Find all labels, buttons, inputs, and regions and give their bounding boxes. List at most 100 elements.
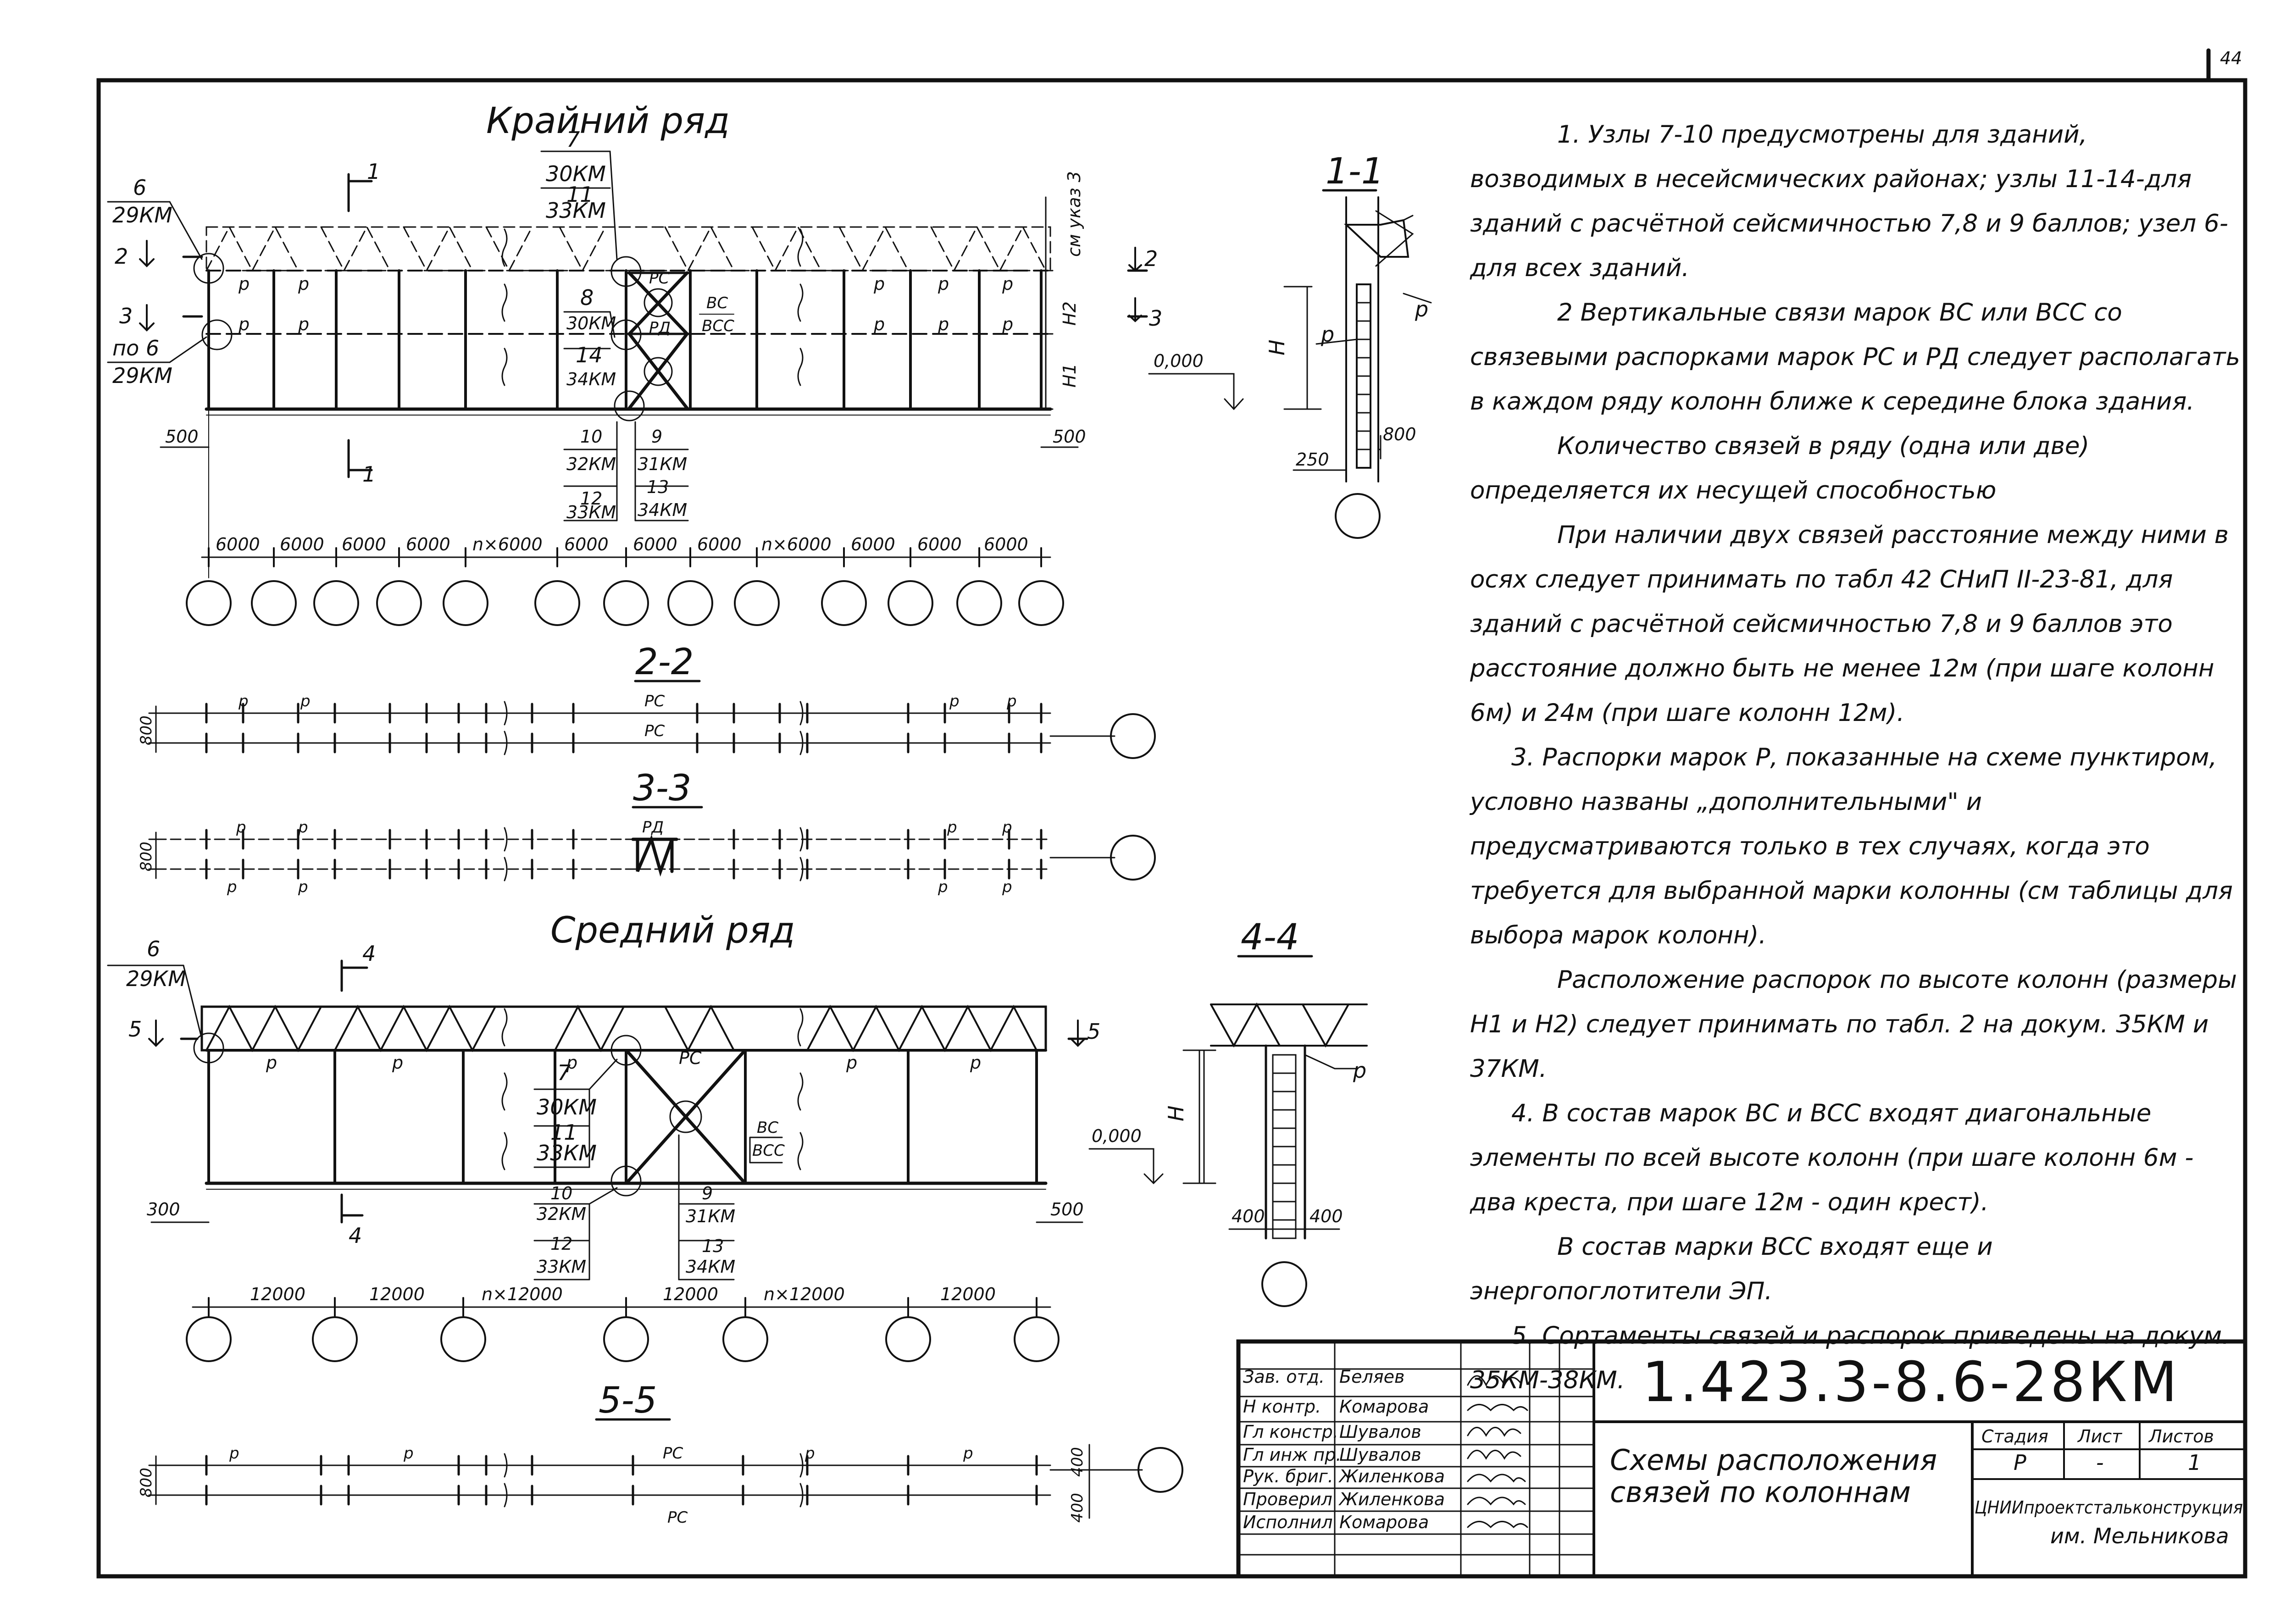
outer-section-3-left: 3 <box>119 304 133 328</box>
sheet-number: 44 <box>2220 48 2242 68</box>
outer-node-14-num: 14 <box>576 343 603 367</box>
tb-role: Проверил <box>1243 1489 1332 1509</box>
outer-node-po6-num: по 6 <box>112 336 159 360</box>
s22-p: р <box>949 692 960 710</box>
outer-columns <box>207 269 1043 410</box>
outer-span: 6000 <box>564 534 609 554</box>
outer-node-8-doc: 30КМ <box>566 313 616 333</box>
middle-section-5-right: 5 <box>1087 1019 1100 1044</box>
tb-role: Н контр. <box>1243 1397 1321 1417</box>
middle-vs: ВС <box>757 1119 778 1137</box>
outer-h1-label: Н1 <box>1060 363 1080 388</box>
general-notes: 1. Узлы 7-10 предусмотрены для зданий, в… <box>1470 112 2245 1402</box>
note-2a: Количество связей в ряду (одна или две) … <box>1470 432 2090 504</box>
s22-p: р <box>1006 692 1017 710</box>
middle-span: n×12000 <box>764 1284 845 1304</box>
middle-p: р <box>392 1053 403 1073</box>
section-1-1-dim-800: 800 <box>1383 424 1416 444</box>
section-2-2: 2-2 800 р р р р РС РС <box>137 642 1156 759</box>
section-1-1-p2: р <box>1415 297 1428 321</box>
outer-strut-label: р <box>298 314 309 334</box>
outer-vertical-bracing <box>625 271 692 410</box>
tb-role: Исполнил <box>1243 1512 1333 1532</box>
outer-node-8-num: 8 <box>580 285 594 310</box>
outer-span: 6000 <box>633 534 677 554</box>
sheets-label: Листов <box>2148 1426 2214 1447</box>
outer-section-2-left: 2 <box>115 244 128 269</box>
note-4a: В состав марки ВСС входят еще и энергопо… <box>1470 1233 1993 1305</box>
middle-node-6 <box>193 1032 224 1064</box>
outer-node-14-doc: 34КМ <box>566 369 616 389</box>
outer-node-10-doc: 32КМ <box>566 454 616 474</box>
middle-h: Н <box>1164 1105 1188 1121</box>
outer-row-plan: Крайний ряд <box>107 100 1244 626</box>
outer-strut-label: р <box>1002 314 1013 334</box>
tb-name: Шувалов <box>1339 1445 1421 1465</box>
outer-strut-label: р <box>238 274 250 294</box>
section-1-1-h: Н <box>1265 339 1289 355</box>
outer-span: n×6000 <box>761 534 832 554</box>
section-3-3-dim: 800 <box>137 842 155 871</box>
s22-rs: РС <box>644 722 665 740</box>
outer-span: 6000 <box>280 534 324 554</box>
outer-node-12-doc: 33КМ <box>566 502 616 522</box>
outer-node-13-num: 13 <box>647 477 669 497</box>
sheet-label: Лист <box>2077 1426 2123 1447</box>
outer-node-11-num: 11 <box>566 182 594 207</box>
tb-role: Гл инж пр. <box>1243 1445 1341 1465</box>
outer-node-6-num: 6 <box>133 175 146 200</box>
s33-p: р <box>236 818 246 837</box>
s33-rd-zigzag <box>631 834 678 877</box>
note-1: 1. Узлы 7-10 предусмотрены для зданий, в… <box>1470 121 2228 282</box>
outer-truss-zone <box>205 226 1051 272</box>
middle-node-11-num: 11 <box>550 1120 577 1145</box>
note-2b: При наличии двух связей расстояние между… <box>1470 521 2229 727</box>
outer-strut-label: р <box>938 274 949 294</box>
sheets-value: 1 <box>2188 1450 2201 1475</box>
s55-p: р <box>805 1444 815 1463</box>
outer-span: 6000 <box>851 534 895 554</box>
outer-span: 6000 <box>342 534 386 554</box>
middle-columns <box>207 1049 1038 1185</box>
middle-node-7 <box>610 1035 642 1066</box>
outer-node-7 <box>610 256 642 287</box>
outer-section-3-right: 3 <box>1149 306 1162 331</box>
outer-node-po6 <box>201 319 233 350</box>
s33-p: р <box>1002 878 1012 896</box>
section-5-5-dim-400a: 400 <box>1068 1447 1087 1477</box>
tb-role: Гл констр. <box>1243 1422 1338 1442</box>
middle-vss: ВСС <box>752 1142 785 1160</box>
outer-node-10-num: 10 <box>580 427 602 447</box>
middle-span: 12000 <box>369 1284 425 1304</box>
outer-span: 6000 <box>216 534 260 554</box>
note-3: 3. Распорки марок Р, показанные на схеме… <box>1470 743 2233 949</box>
middle-span: 12000 <box>663 1284 718 1304</box>
middle-row-plan: Средний ряд р р <box>107 910 1216 1362</box>
outer-node-8 <box>610 319 642 350</box>
outer-truss-web <box>205 225 1047 272</box>
s55-p: р <box>963 1444 973 1463</box>
middle-axis-bubbles <box>186 1316 1060 1362</box>
drawing-title-1: Схемы расположения <box>1610 1443 1937 1477</box>
section-5-5-dim-400b: 400 <box>1068 1493 1087 1523</box>
note-3a: Расположение распорок по высоте колонн (… <box>1470 966 2237 1083</box>
outer-node-13-doc: 34КМ <box>638 500 687 520</box>
middle-p: р <box>970 1053 981 1073</box>
outer-span: 6000 <box>697 534 742 554</box>
tb-name: Шувалов <box>1339 1422 1421 1442</box>
stage-value: Р <box>2014 1450 2026 1475</box>
outer-node-12-num: 12 <box>580 488 602 509</box>
outer-ref-note: см указ 3 <box>1064 171 1084 257</box>
middle-span: 12000 <box>250 1284 305 1304</box>
outer-axis-bubbles <box>186 409 1064 626</box>
middle-node-9-num: 9 <box>702 1183 713 1203</box>
s55-p: р <box>229 1444 239 1463</box>
outer-span: n×6000 <box>472 534 543 554</box>
middle-section-5-left: 5 <box>128 1017 142 1042</box>
s33-p: р <box>227 878 237 896</box>
outer-rs-label: РС <box>649 269 670 288</box>
middle-level: 0,000 <box>1092 1126 1142 1146</box>
middle-node-7-doc: 30КМ <box>537 1095 597 1120</box>
middle-vertical-bracing <box>627 1051 745 1183</box>
